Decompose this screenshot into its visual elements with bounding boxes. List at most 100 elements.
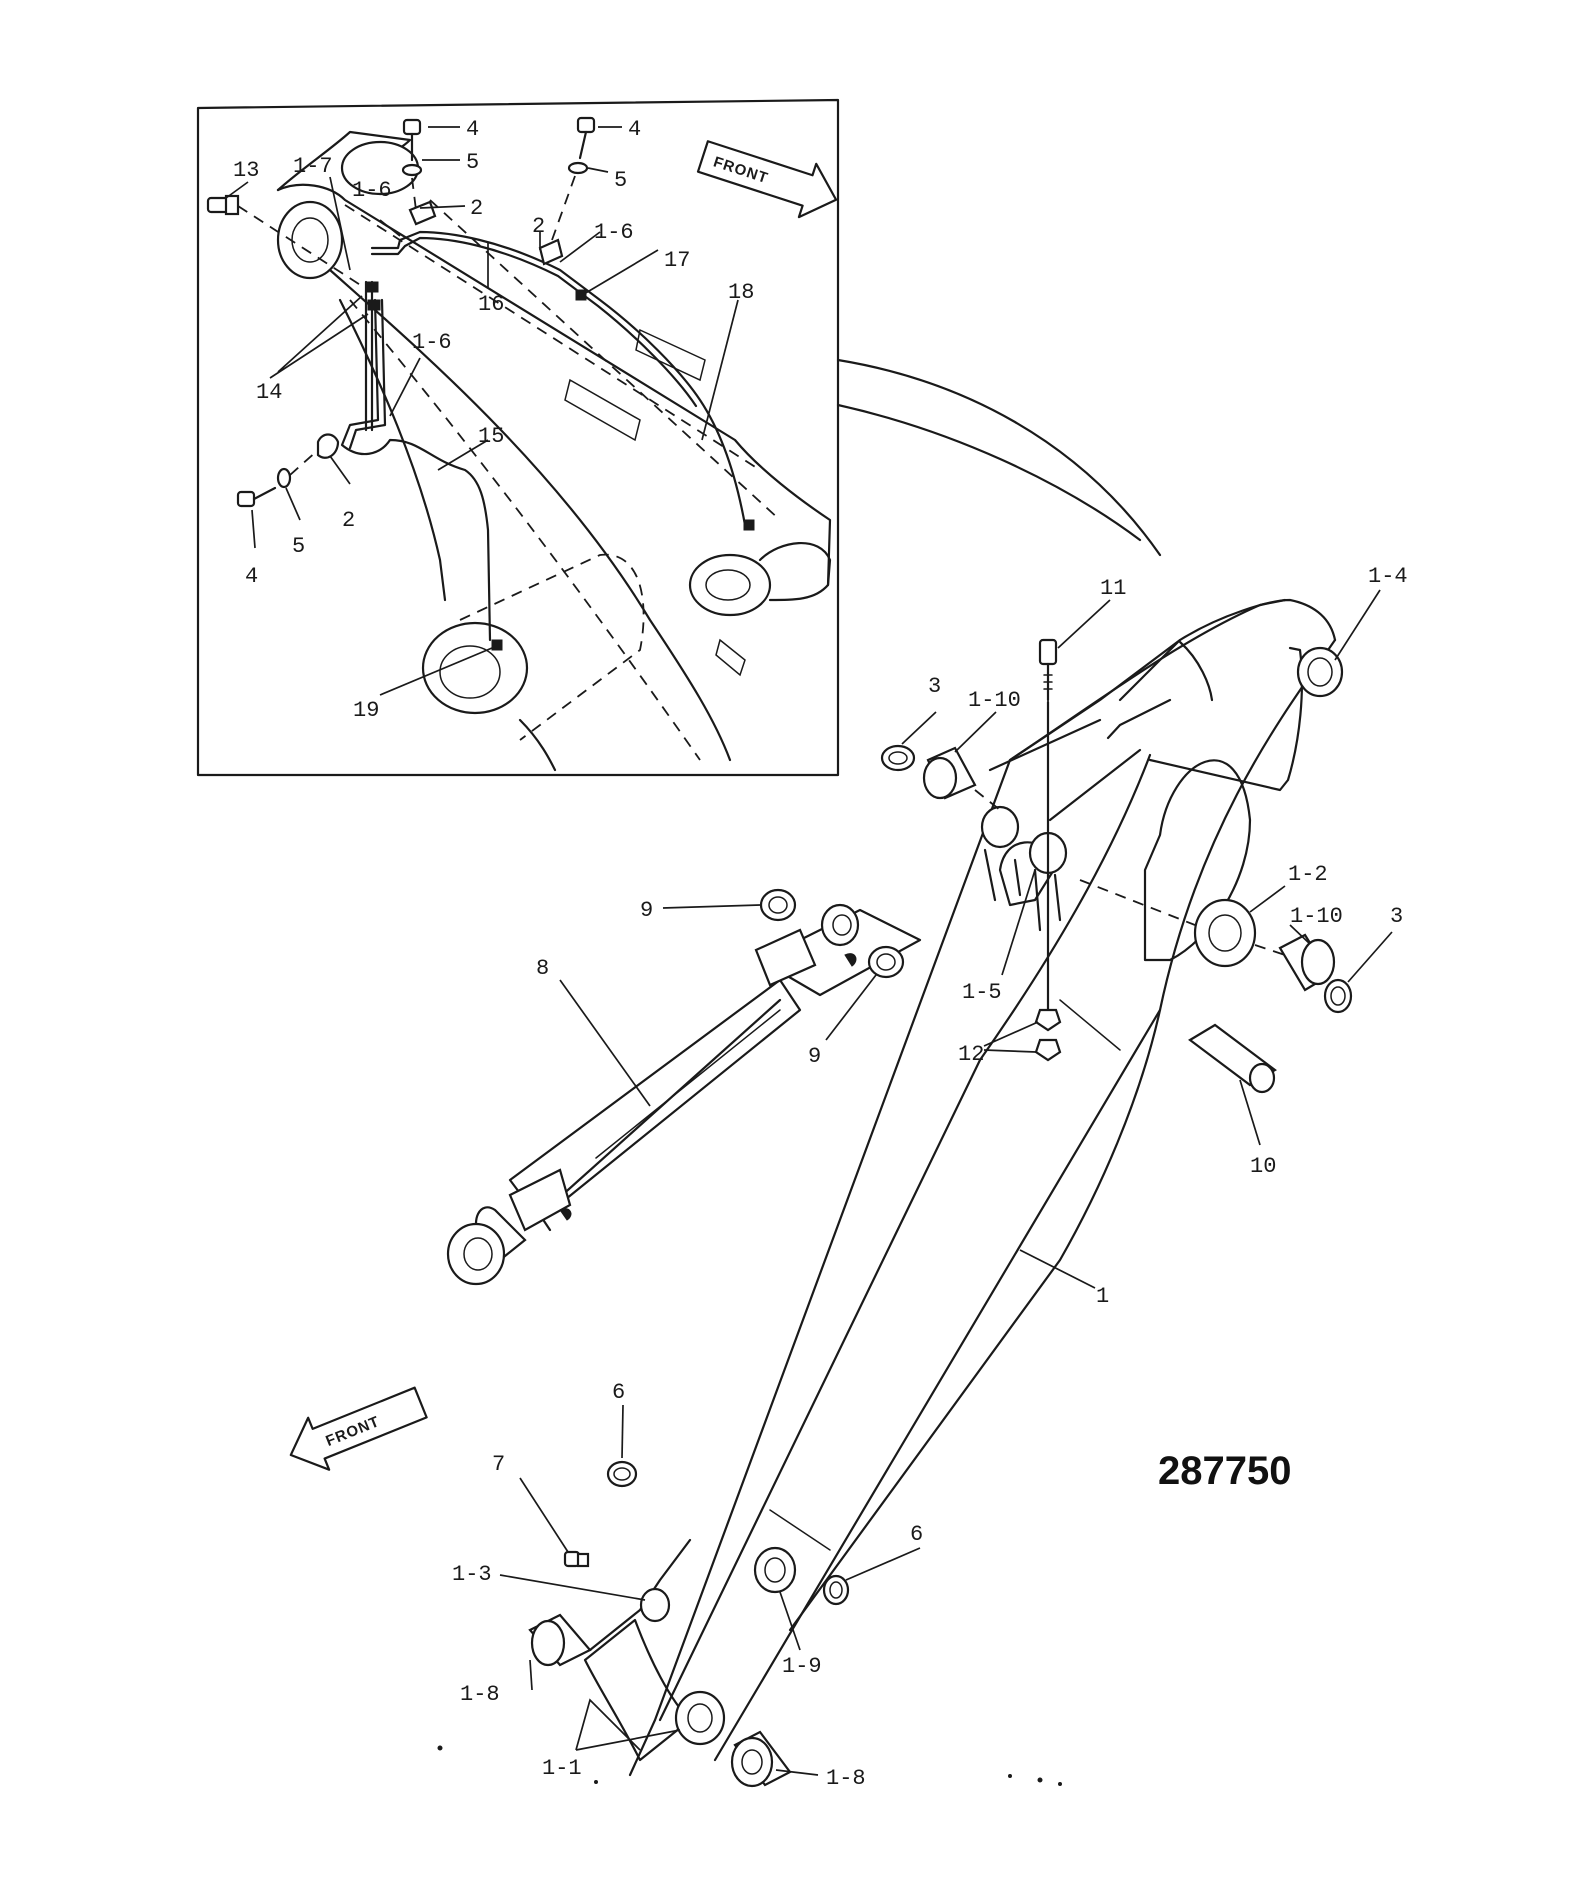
bolt-4a-axis xyxy=(411,177,417,211)
detail-inset: FRONT xyxy=(196,98,840,777)
washer-3-right xyxy=(1323,978,1353,1014)
callout-17: 17 xyxy=(664,248,690,273)
boss-1-9 xyxy=(753,1546,797,1594)
inset-frame xyxy=(196,98,840,777)
callout-19: 19 xyxy=(353,698,379,723)
inset-slot-3 xyxy=(715,638,746,677)
inset-left-boss xyxy=(276,200,344,280)
inset-leader-curve-2 xyxy=(836,403,1142,542)
callout-1-1: 1-1 xyxy=(542,1756,582,1781)
callout-11: 11 xyxy=(1100,576,1126,601)
callout-16: 16 xyxy=(478,292,504,317)
grease-nipple-7 xyxy=(563,1550,590,1568)
inset-hidden-line-2 xyxy=(349,299,701,761)
bolt-11 xyxy=(1038,638,1058,702)
grease-pipe-15 xyxy=(340,298,492,642)
inset-boom-outline-upper xyxy=(276,183,832,587)
bush-1-10-right xyxy=(1278,933,1336,992)
front-label-main: FRONT xyxy=(323,1413,382,1450)
callout-5b: 5 xyxy=(614,168,627,193)
boom-center-edge xyxy=(658,753,1152,1722)
fitting-19 xyxy=(491,639,503,651)
clamp-2-left xyxy=(316,433,340,459)
nut-12a xyxy=(1034,1008,1062,1032)
callout-1: 1 xyxy=(1096,1284,1109,1309)
inset-right-boss xyxy=(688,553,772,617)
washer-3-right-inner xyxy=(1330,986,1346,1006)
callout-9b: 9 xyxy=(808,1044,821,1069)
inset-slot-1 xyxy=(635,328,706,382)
callout-1-6b: 1-6 xyxy=(594,220,634,245)
inset-cylinder-body xyxy=(459,553,645,741)
boom-section-line-2 xyxy=(1059,999,1121,1051)
callout-5c: 5 xyxy=(292,534,305,559)
clamp-2-top xyxy=(408,200,437,226)
washer-6-lower xyxy=(822,1574,850,1606)
callout-5a: 5 xyxy=(466,150,479,175)
washer-3-left-inner xyxy=(888,751,908,765)
bush-1-8-left xyxy=(528,1613,592,1667)
callout-1-10a: 1-10 xyxy=(968,688,1021,713)
callout-4c: 4 xyxy=(245,564,258,589)
callout-labels: 4 5 4 5 13 1-7 1-6 2 2 1-6 17 16 18 14 1… xyxy=(233,117,1408,1791)
callout-2c: 2 xyxy=(342,508,355,533)
callout-9a: 9 xyxy=(640,898,653,923)
bolt-4b-axis xyxy=(551,175,576,241)
callout-1-8a: 1-8 xyxy=(460,1682,500,1707)
boom-underside-plate xyxy=(788,1008,1162,1632)
washer-3-left xyxy=(880,744,916,772)
inset-cylinder-eye xyxy=(421,621,529,715)
callout-10: 10 xyxy=(1250,1154,1276,1179)
bracket-left-ear xyxy=(983,848,1022,902)
bracket-left-hole xyxy=(980,805,1020,849)
boom-side-line xyxy=(1008,638,1182,762)
grease-pipe-16-second xyxy=(370,236,698,408)
scan-specks xyxy=(437,1745,1062,1786)
inset-slot-2 xyxy=(564,378,641,442)
fitting-17 xyxy=(575,289,587,301)
callout-1-4: 1-4 xyxy=(1368,564,1408,589)
callout-7: 7 xyxy=(492,1452,505,1477)
boss-1-9-bore xyxy=(764,1557,786,1583)
main-view: FRONT xyxy=(289,598,1353,1788)
fitting-14b xyxy=(367,299,381,311)
fitting-14a xyxy=(365,281,379,293)
inset-boom-outline-left xyxy=(338,298,447,602)
boss-1-1-bore xyxy=(687,1703,713,1733)
bolt-4c-axis xyxy=(289,449,319,476)
washer-9-lower-inner xyxy=(876,953,896,971)
callout-4a: 4 xyxy=(466,117,479,142)
nipple-13-axis xyxy=(237,205,366,289)
boss-1-4 xyxy=(1296,646,1344,698)
boss-1-2 xyxy=(1193,898,1257,968)
nut-12b xyxy=(1034,1038,1062,1062)
callout-1-10b: 1-10 xyxy=(1290,904,1343,929)
bolt-4c xyxy=(236,486,277,508)
bolt-4b xyxy=(576,116,596,160)
grease-nipple-13 xyxy=(206,194,240,216)
inset-cylinder-eye-bore xyxy=(439,645,501,699)
front-arrow-inset: FRONT xyxy=(696,140,838,219)
mount-plate xyxy=(1143,759,1252,962)
grease-pipe-15-second xyxy=(348,298,387,450)
inset-hidden-line-1 xyxy=(344,204,761,471)
callout-1-7: 1-7 xyxy=(293,154,333,179)
callout-1-6a: 1-6 xyxy=(352,178,392,203)
washer-5b xyxy=(567,161,589,175)
washer-6-upper-inner xyxy=(613,1467,631,1481)
washer-9-upper xyxy=(759,888,797,922)
main-grease-line-2 xyxy=(1178,640,1214,702)
callout-6b: 6 xyxy=(910,1522,923,1547)
inset-leader-curve-1 xyxy=(836,358,1162,557)
callout-1-2: 1-2 xyxy=(1288,862,1328,887)
callout-2a: 2 xyxy=(470,196,483,221)
callout-15: 15 xyxy=(478,424,504,449)
washer-6-upper xyxy=(606,1460,638,1488)
callout-1-8b: 1-8 xyxy=(826,1766,866,1791)
washer-6-lower-inner xyxy=(829,1581,843,1599)
cylinder-8 xyxy=(446,903,922,1286)
callout-1-5: 1-5 xyxy=(962,980,1002,1005)
washer-9-lower xyxy=(867,945,905,979)
